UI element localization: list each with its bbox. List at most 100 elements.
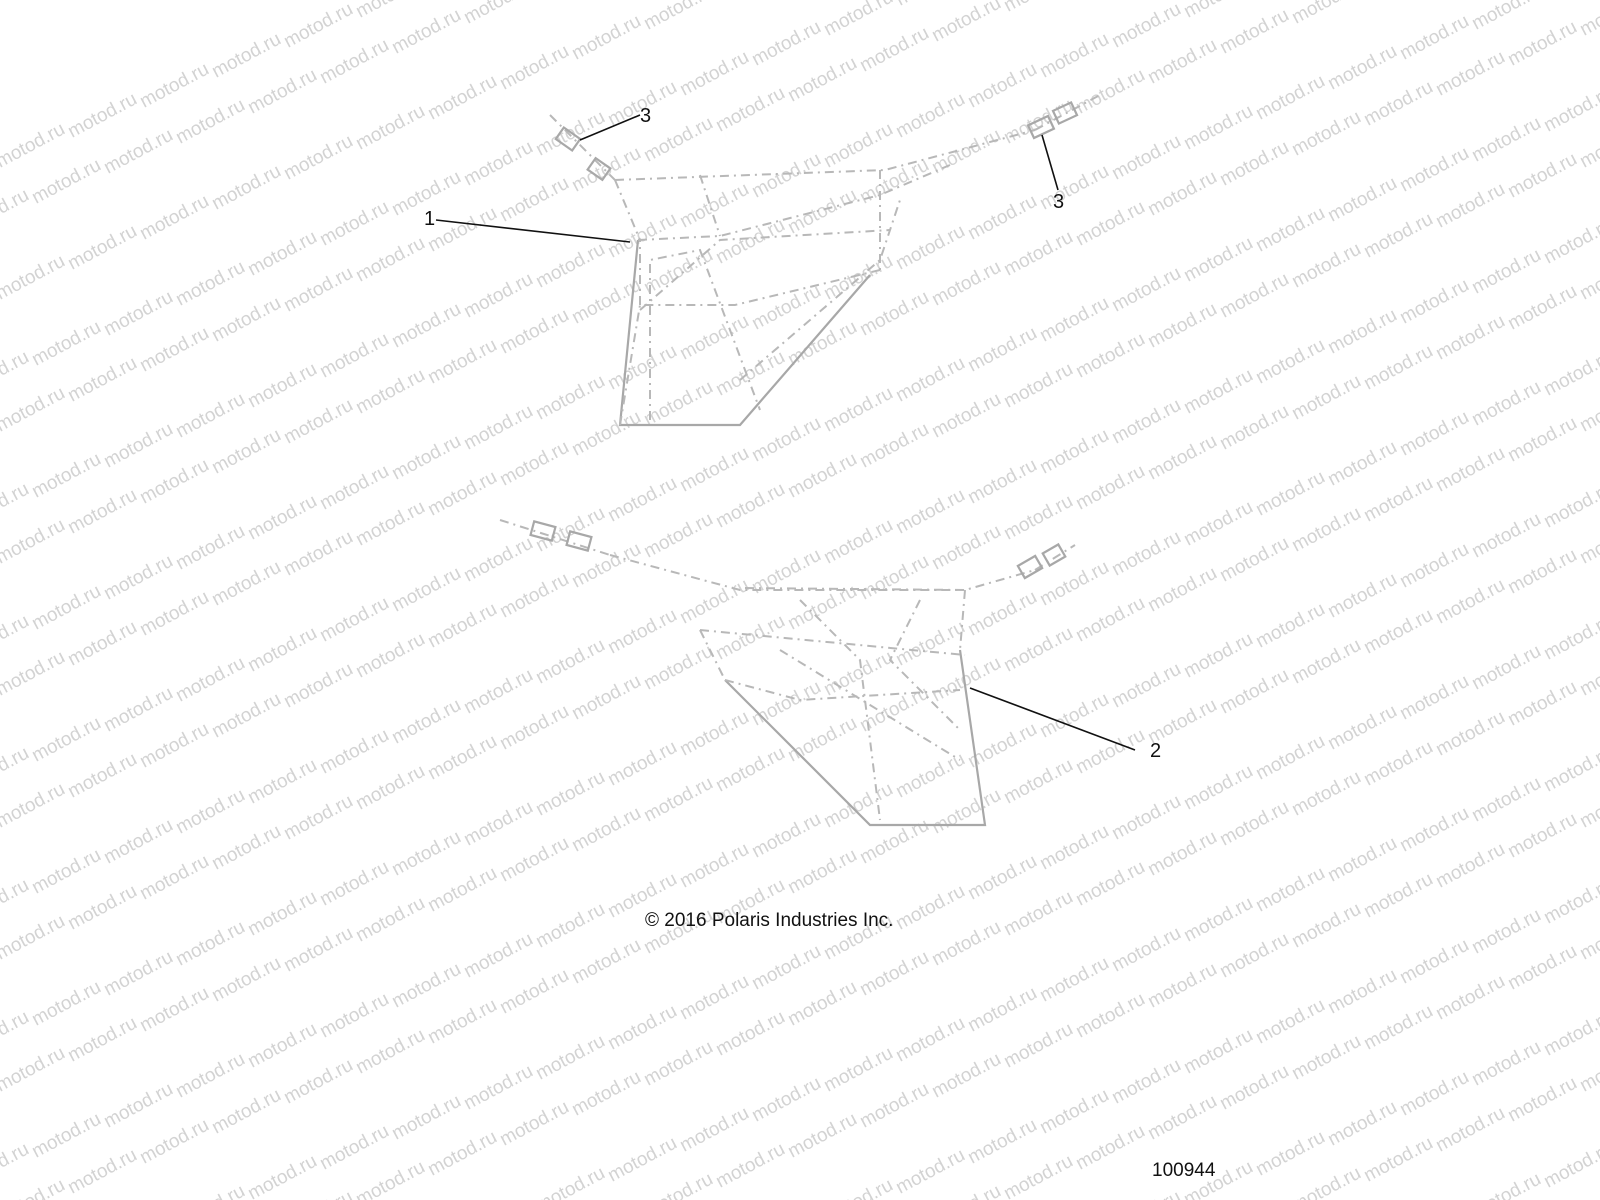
watermark-text: motod.ru [1216, 1061, 1292, 1115]
watermark-text: motod.ru [1180, 1025, 1256, 1079]
watermark-text: motod.ru [1360, 737, 1436, 791]
watermark-text: motod.ru [568, 143, 644, 197]
watermark-text: motod.ru [100, 551, 176, 605]
watermark-text: motod.ru [1576, 647, 1600, 701]
watermark-text: motod.ru [1252, 71, 1328, 125]
watermark-text: motod.ru [568, 935, 644, 989]
watermark-text: motod.ru [208, 821, 284, 875]
watermark-text: motod.ru [136, 851, 212, 905]
watermark-text: motod.ru [712, 83, 788, 137]
watermark-text: motod.ru [892, 353, 968, 407]
watermark-text: motod.ru [1180, 893, 1256, 947]
watermark-text: motod.ru [820, 1043, 896, 1097]
watermark-text: motod.ru [352, 1025, 428, 1079]
watermark-text: motod.ru [1468, 113, 1544, 167]
watermark-text: motod.ru [712, 1007, 788, 1061]
watermark-text: motod.ru [748, 149, 824, 203]
watermark-text: motod.ru [1468, 509, 1544, 563]
watermark-text: motod.ru [1360, 869, 1436, 923]
watermark-text: motod.ru [1504, 281, 1580, 335]
watermark-text: motod.ru [784, 845, 860, 899]
watermark-text: motod.ru [64, 1145, 140, 1199]
watermark-text: motod.ru [1576, 119, 1600, 173]
watermark-text: motod.ru [172, 257, 248, 311]
watermark-text: motod.ru [712, 347, 788, 401]
watermark-text: motod.ru [1108, 263, 1184, 317]
watermark-text: motod.ru [928, 785, 1004, 839]
watermark-text: motod.ru [928, 521, 1004, 575]
watermark-text: motod.ru [1036, 425, 1112, 479]
watermark-text: motod.ru [1504, 941, 1580, 995]
watermark-text: motod.ru [316, 1121, 392, 1175]
watermark-text: motod.ru [172, 1181, 248, 1200]
watermark-text: motod.ru [316, 329, 392, 383]
watermark-text: motod.ru [136, 455, 212, 509]
watermark-text: motod.ru [1216, 929, 1292, 983]
watermark-text: motod.ru [1108, 0, 1184, 52]
watermark-text: motod.ru [424, 731, 500, 785]
watermark-text: motod.ru [1000, 623, 1076, 677]
watermark-text: motod.ru [208, 425, 284, 479]
watermark-text: motod.ru [1216, 533, 1292, 587]
watermark-text: motod.ru [280, 659, 356, 713]
watermark-text: motod.ru [1432, 575, 1508, 629]
watermark-text: motod.ru [424, 599, 500, 653]
watermark-text: motod.ru [1288, 635, 1364, 689]
watermark-text: motod.ru [1468, 905, 1544, 959]
watermark-text: motod.ru [1108, 131, 1184, 185]
watermark-text: motod.ru [0, 779, 69, 833]
watermark-text: motod.ru [676, 839, 752, 893]
watermark-text: motod.ru [964, 323, 1040, 377]
watermark-text: motod.ru [280, 923, 356, 977]
watermark-text: motod.ru [640, 1037, 716, 1091]
watermark-text: motod.ru [1396, 407, 1472, 461]
watermark-text: motod.ru [100, 125, 176, 179]
watermark-text: motod.ru [1504, 17, 1580, 71]
watermark-text: motod.ru [1000, 0, 1076, 16]
watermark-text: motod.ru [1504, 1073, 1580, 1127]
watermark-text: motod.ru [964, 983, 1040, 1037]
watermark-text: motod.ru [640, 0, 716, 34]
watermark-text: motod.ru [28, 317, 104, 371]
watermark-text: motod.ru [1396, 1067, 1472, 1121]
watermark-text: motod.ru [1144, 563, 1220, 617]
watermark-text: motod.ru [1468, 1037, 1544, 1091]
watermark-text: motod.ru [1180, 233, 1256, 287]
watermark-text: motod.ru [1396, 275, 1472, 329]
watermark-text: motod.ru [820, 515, 896, 569]
watermark-text: motod.ru [64, 617, 140, 671]
watermark-text: motod.ru [1540, 1007, 1600, 1061]
watermark-text: motod.ru [1252, 203, 1328, 257]
watermark-text: motod.ru [496, 569, 572, 623]
watermark-text: motod.ru [172, 917, 248, 971]
watermark-text: motod.ru [1288, 107, 1364, 161]
watermark-text: motod.ru [1252, 863, 1328, 917]
watermark-text: motod.ru [1072, 989, 1148, 1043]
watermark-text: motod.ru [136, 587, 212, 641]
watermark-text: motod.ru [136, 1115, 212, 1169]
watermark-text: motod.ru [388, 431, 464, 485]
watermark-text: motod.ru [424, 863, 500, 917]
watermark-text: motod.ru [100, 947, 176, 1001]
watermark-text: motod.ru [64, 221, 140, 275]
watermark-text: motod.ru [1288, 503, 1364, 557]
watermark-text: motod.ru [1576, 383, 1600, 437]
callout-1: 1 [424, 208, 435, 230]
watermark-text: motod.ru [0, 251, 69, 305]
watermark-text: motod.ru [928, 0, 1004, 46]
watermark-text: motod.ru [1072, 725, 1148, 779]
watermark-text: motod.ru [172, 653, 248, 707]
watermark-text: motod.ru [1036, 161, 1112, 215]
watermark-text: motod.ru [1540, 743, 1600, 797]
watermark-text: motod.ru [280, 1187, 356, 1200]
watermark-text: motod.ru [316, 197, 392, 251]
watermark-text: motod.ru [532, 1031, 608, 1085]
watermark-text: motod.ru [1576, 1175, 1600, 1200]
watermark-text: motod.ru [1036, 821, 1112, 875]
watermark-text: motod.ru [460, 797, 536, 851]
watermark-text: motod.ru [1108, 1187, 1184, 1200]
watermark-text: motod.ru [964, 587, 1040, 641]
watermark-text: motod.ru [1000, 227, 1076, 281]
watermark-text: motod.ru [1180, 497, 1256, 551]
watermark-text: motod.ru [1252, 599, 1328, 653]
